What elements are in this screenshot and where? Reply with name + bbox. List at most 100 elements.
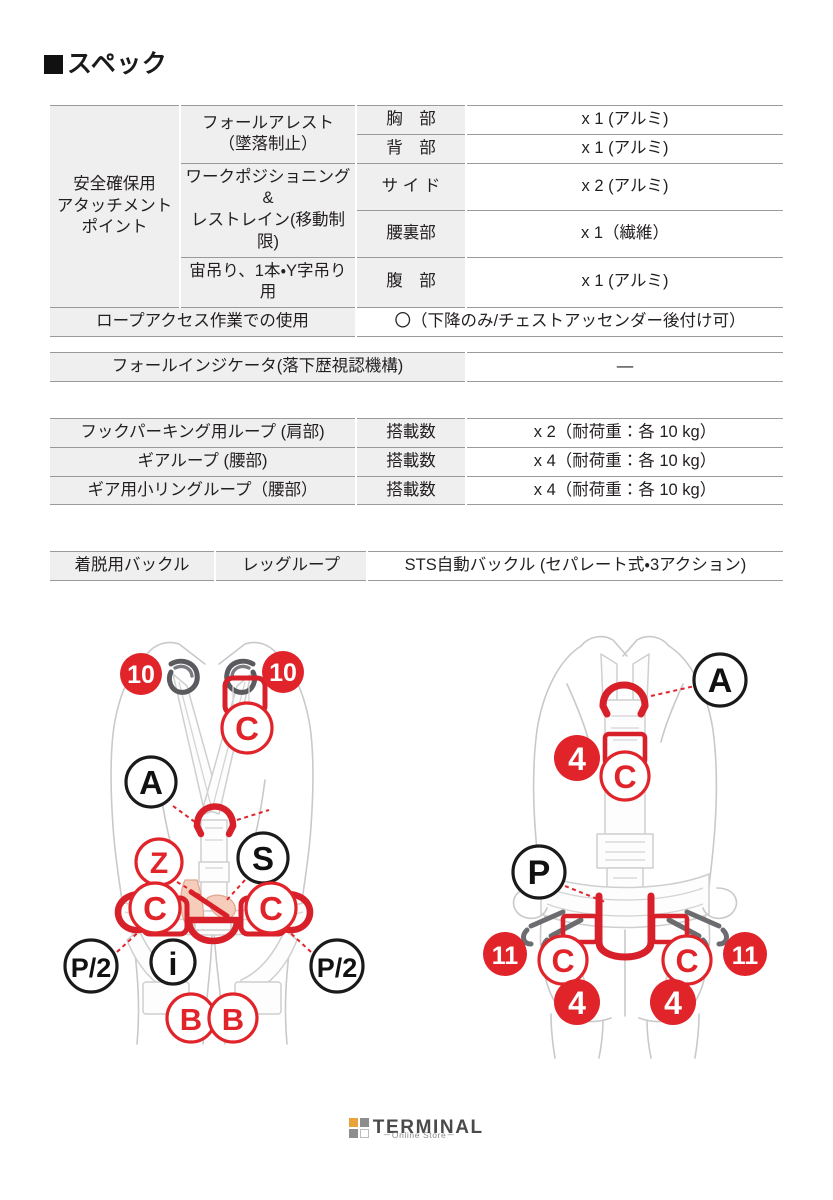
- back-callout-4-right-label: 4: [664, 985, 682, 1021]
- front-callout-c-chest-label: C: [235, 710, 259, 747]
- front-callout-a-label: A: [139, 764, 163, 801]
- logo-main-text: TERMINAL: [372, 1117, 484, 1139]
- back-dorsal-d-ring: [599, 681, 649, 718]
- front-callout-p2-left-label: P/2: [71, 953, 112, 983]
- front-callout-c-right: C: [244, 881, 298, 935]
- hook-parking-loop-label: フックパーキング用ループ (肩部): [50, 418, 356, 448]
- back-callout-4-dorsal-label: 4: [568, 741, 586, 777]
- front-callout-10-right-label: 10: [269, 659, 297, 687]
- front-callout-b-left: B: [165, 992, 217, 1044]
- front-callout-10-right: 10: [262, 651, 304, 693]
- table-row: ロープアクセス作業での使用 〇（下降のみ/チェストアッセンダー後付け可）: [50, 307, 783, 337]
- front-callout-z-label: Z: [150, 847, 168, 880]
- logo-text-block: TERMINAL －Online Store－: [372, 1117, 484, 1139]
- front-callout-b-right: B: [207, 992, 259, 1044]
- front-callout-b-left-label: B: [180, 1002, 202, 1037]
- attachment-type-work-positioning: ワークポジショニング& レストレイン(移動制限): [179, 162, 356, 258]
- buckle-label: 着脱用バックル: [50, 551, 215, 581]
- heading-square-icon: [44, 55, 63, 74]
- back-callout-a-label: A: [708, 662, 733, 700]
- spec-table-loops: フックパーキング用ループ (肩部) 搭載数 x 2（耐荷重：各 10 kg） ギ…: [50, 418, 783, 506]
- attachment-group-label-line3: ポイント: [81, 218, 148, 237]
- front-callout-b-right-label: B: [222, 1002, 244, 1037]
- logo-squares-icon: [349, 1118, 369, 1138]
- front-callout-s-label: S: [252, 840, 274, 877]
- attachment-points-table: 安全確保用 アタッチメント ポイント フォールアレスト （墜落制止） 胸 部 x…: [50, 104, 783, 337]
- harness-front-view-illustration: .bodyln { fill:none; stroke:#c9c9c9; str…: [55, 630, 425, 1060]
- rope-access-value: 〇（下降のみ/チェストアッセンダー後付け可）: [355, 307, 783, 337]
- small-ring-loop-count-label: 搭載数: [355, 475, 466, 506]
- front-callout-10-left: 10: [120, 653, 162, 695]
- back-callout-4-left-label: 4: [568, 985, 586, 1021]
- hook-parking-loop-count-label: 搭載数: [355, 418, 466, 448]
- table-row: 安全確保用 アタッチメント ポイント フォールアレスト （墜落制止） 胸 部 x…: [50, 104, 783, 309]
- logo-square-3: [349, 1128, 359, 1138]
- front-callout-a: A: [124, 755, 178, 809]
- back-callout-4-left: 4: [554, 979, 600, 1025]
- gear-loop-value: x 4（耐荷重：各 10 kg）: [465, 446, 783, 477]
- front-callout-p2-right-label: P/2: [317, 953, 358, 983]
- front-callout-c-left: C: [128, 881, 182, 935]
- attachment-value-ventral: x 1 (アルミ): [465, 256, 783, 309]
- logo-square-4: [359, 1128, 369, 1138]
- attachment-position-side: サ イ ド: [355, 162, 466, 211]
- front-callout-c-right-label: C: [259, 890, 283, 927]
- gear-loop-label: ギアループ (腰部): [50, 446, 356, 477]
- page-title: スペック: [44, 52, 167, 77]
- small-ring-loop-label: ギア用小リングループ（腰部）: [50, 475, 356, 506]
- logo-square-2: [359, 1118, 369, 1127]
- front-callout-i-label: i: [169, 946, 178, 982]
- buckle-value: STS自動バックル (セパレート式・3アクション): [366, 551, 783, 581]
- fall-indicator-label: フォールインジケータ(落下歴視認機構): [50, 352, 466, 382]
- buckle-part-label: レッグループ: [214, 551, 367, 581]
- front-callout-z: Z: [134, 837, 184, 887]
- gear-loop-count-label: 搭載数: [355, 446, 466, 477]
- attachment-value-dorsal: x 1 (アルミ): [465, 133, 783, 164]
- table-row: フォールインジケータ(落下歴視認機構) —: [50, 352, 783, 382]
- table-row: 着脱用バックル レッグループ STS自動バックル (セパレート式・3アクション): [50, 551, 783, 581]
- fall-indicator-value: —: [465, 352, 783, 382]
- front-callout-s: S: [236, 831, 290, 885]
- attachment-type-fall-arrest: フォールアレスト （墜落制止）: [179, 105, 356, 164]
- back-callout-4-right: 4: [650, 979, 696, 1025]
- back-callout-c-dorsal: C: [599, 750, 651, 802]
- back-callout-11-left: 11: [483, 932, 527, 976]
- back-callout-4-dorsal: 4: [554, 735, 600, 781]
- logo-square-1: [349, 1118, 359, 1127]
- rope-access-label: ロープアクセス作業での使用: [50, 307, 356, 337]
- front-chest-strap: [198, 819, 230, 901]
- attachment-group-label-line1: 安全確保用: [73, 174, 156, 193]
- spec-table-buckle: 着脱用バックル レッグループ STS自動バックル (セパレート式・3アクション): [50, 551, 783, 581]
- back-callout-p-label: P: [528, 854, 551, 892]
- table-row: ギア用小リングループ（腰部） 搭載数 x 4（耐荷重：各 10 kg）: [50, 475, 783, 506]
- fall-arrest-line1: フォールアレスト: [202, 113, 334, 132]
- back-callout-c-right: C: [661, 934, 713, 986]
- table-row: フックパーキング用ループ (肩部) 搭載数 x 2（耐荷重：各 10 kg）: [50, 418, 783, 448]
- attachment-value-side: x 2 (アルミ): [465, 162, 783, 211]
- front-ventral-ring: [185, 916, 241, 945]
- front-callout-c-left-label: C: [143, 890, 167, 927]
- back-callout-p: P: [511, 844, 567, 900]
- spec-table-attachment-points: 安全確保用 アタッチメント ポイント フォールアレスト （墜落制止） 胸 部 x…: [50, 104, 783, 337]
- back-callout-c-dorsal-label: C: [613, 759, 636, 795]
- front-hook-parking-loops: [166, 658, 258, 695]
- back-callout-a: A: [692, 652, 748, 708]
- attachment-group-label-line2: アタッチメント: [56, 196, 173, 215]
- table-row: ワークポジショニング& レストレイン(移動制限) サ イ ド x 2 (アルミ): [50, 162, 783, 258]
- work-positioning-line1: ワークポジショニング&: [185, 167, 351, 208]
- attachment-value-lumbar: x 1（繊維）: [465, 209, 783, 258]
- back-callout-11-left-label: 11: [492, 942, 519, 970]
- page-title-text: スペック: [67, 50, 168, 78]
- attachment-position-lumbar: 腰裏部: [355, 209, 466, 258]
- back-callout-c-left: C: [537, 934, 589, 986]
- back-callout-c-left-label: C: [551, 943, 574, 979]
- front-callout-c-chest: C: [220, 701, 274, 755]
- footer-logo: TERMINAL －Online Store－: [0, 1117, 833, 1139]
- table-row: 宙吊り、1本・Y字吊り用 腹 部 x 1 (アルミ): [50, 256, 783, 309]
- spec-table-fall-indicator: フォールインジケータ(落下歴視認機構) —: [50, 352, 783, 382]
- attachment-position-ventral: 腹 部: [355, 256, 466, 309]
- back-callout-11-right-label: 11: [732, 942, 759, 970]
- front-callout-10-left-label: 10: [127, 661, 155, 689]
- front-callout-p2-left: P/2: [63, 938, 119, 994]
- attachment-position-chest: 胸 部: [355, 105, 466, 135]
